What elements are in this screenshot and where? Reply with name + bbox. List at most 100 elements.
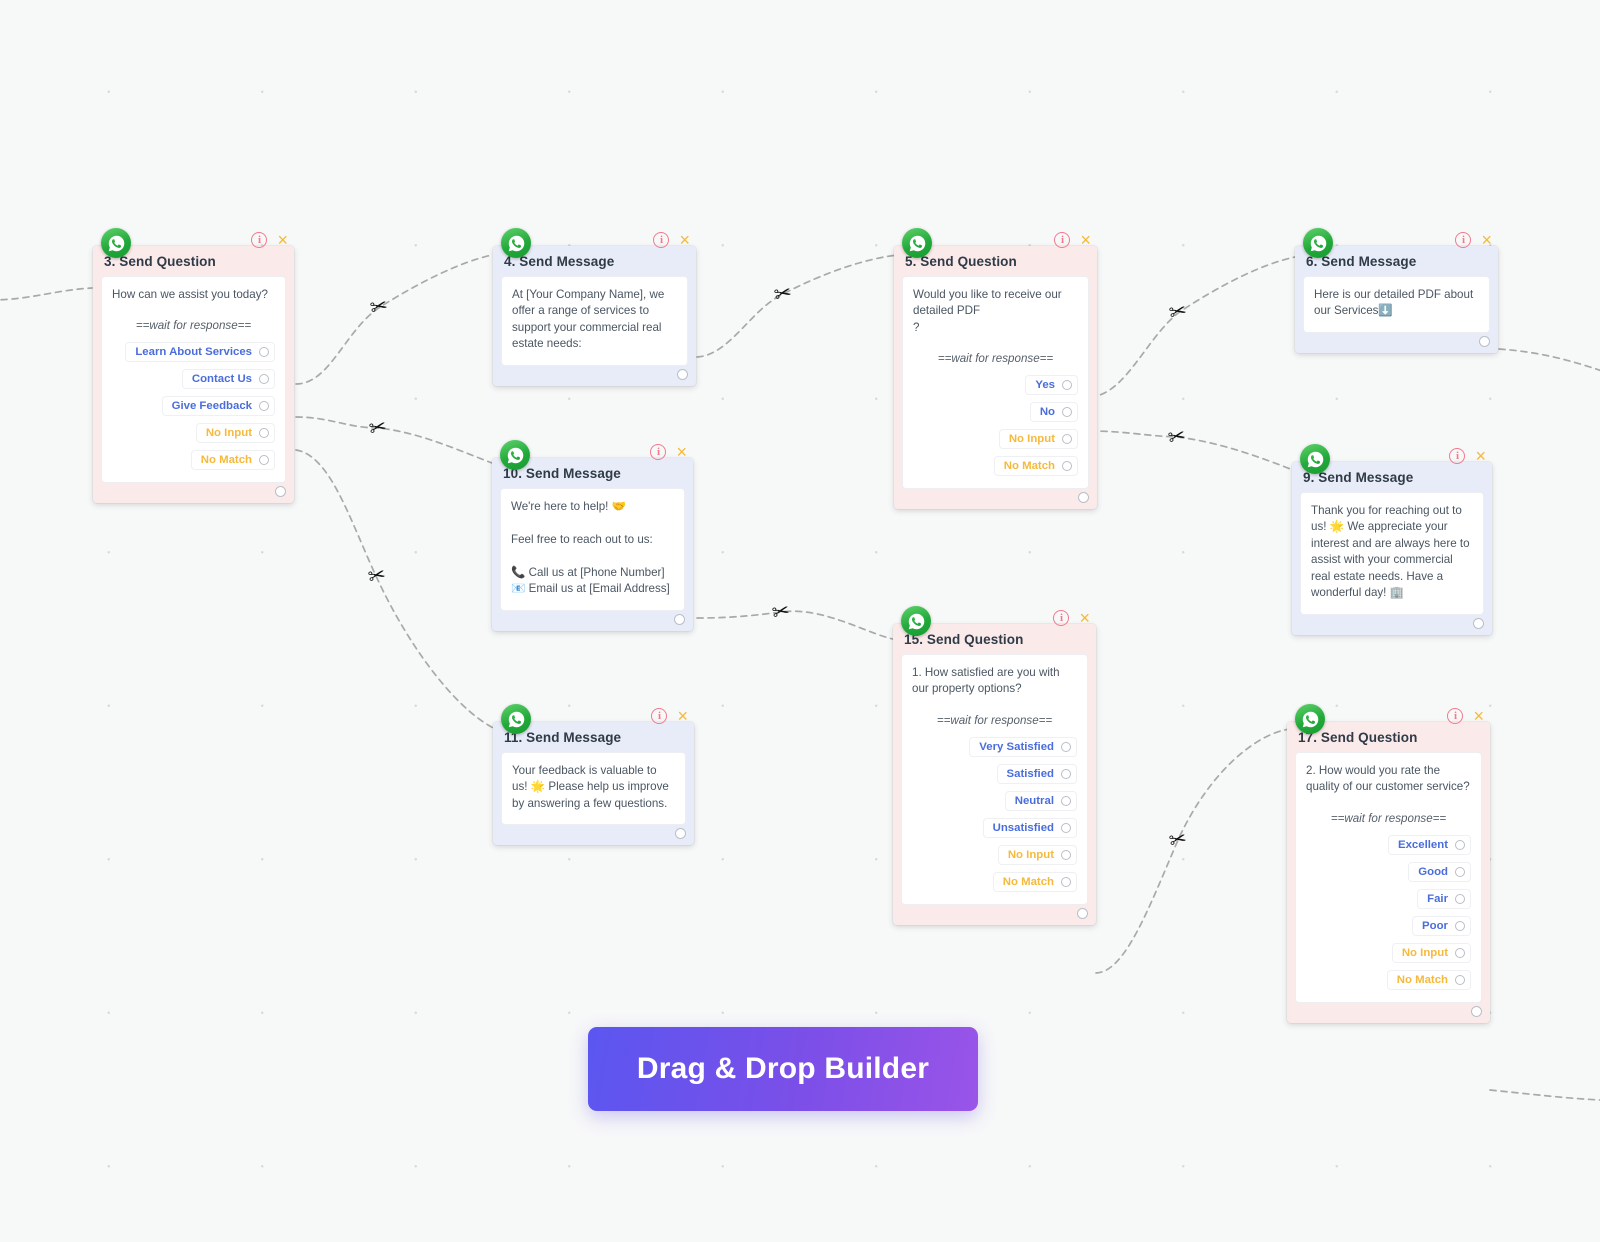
choice-option[interactable]: Satisfied: [996, 763, 1077, 784]
node-footer: [1287, 1003, 1490, 1023]
scissors-icon[interactable]: ✂: [366, 414, 390, 442]
info-icon[interactable]: i: [650, 444, 667, 460]
choice-label: Learn About Services: [135, 346, 252, 359]
choice-label: No Input: [1007, 848, 1054, 861]
choice-option[interactable]: Neutral: [1004, 790, 1077, 811]
choice-option[interactable]: Unsatisfied: [982, 817, 1077, 838]
node-body: Here is our detailed PDF about our Servi…: [1303, 276, 1490, 333]
wait-for-response-label: ==wait for response==: [937, 352, 1054, 366]
close-icon[interactable]: ×: [1475, 446, 1486, 466]
scissors-icon[interactable]: ✂: [1166, 826, 1190, 854]
choice-option[interactable]: Excellent: [1387, 834, 1471, 855]
choice-connector-dot[interactable]: [1061, 876, 1071, 887]
choice-option[interactable]: Contact Us: [181, 369, 275, 390]
choice-connector-dot[interactable]: [1061, 741, 1071, 752]
scissors-icon[interactable]: ✂: [367, 293, 391, 321]
node-output-connector[interactable]: [1077, 907, 1088, 919]
choice-option[interactable]: No Input: [1391, 942, 1471, 963]
info-icon[interactable]: i: [251, 232, 268, 248]
choice-option[interactable]: No Input: [998, 429, 1078, 450]
close-icon[interactable]: ×: [277, 230, 288, 250]
node-output-connector[interactable]: [275, 486, 286, 498]
node-output-connector[interactable]: [1471, 1005, 1482, 1017]
scissors-icon[interactable]: ✂: [771, 280, 795, 308]
choice-connector-dot[interactable]: [1062, 407, 1072, 418]
info-icon[interactable]: i: [1447, 708, 1464, 724]
whatsapp-icon: [101, 228, 131, 258]
choice-connector-dot[interactable]: [1455, 947, 1465, 958]
info-icon[interactable]: i: [1054, 232, 1071, 248]
choice-option[interactable]: Poor: [1412, 915, 1471, 936]
scissors-icon[interactable]: ✂: [769, 598, 793, 626]
choice-connector-dot[interactable]: [1455, 893, 1465, 904]
choice-option[interactable]: No: [1029, 402, 1078, 423]
choice-connector-dot[interactable]: [1455, 974, 1465, 985]
choice-option[interactable]: Learn About Services: [125, 342, 275, 363]
whatsapp-icon: [1300, 444, 1330, 474]
whatsapp-icon: [501, 704, 531, 734]
choice-connector-dot[interactable]: [1062, 434, 1072, 445]
choice-connector-dot[interactable]: [1062, 461, 1072, 472]
choice-connector-dot[interactable]: [259, 455, 269, 466]
info-icon[interactable]: i: [651, 708, 668, 724]
close-icon[interactable]: ×: [1473, 706, 1484, 726]
choice-option[interactable]: Very Satisfied: [969, 736, 1077, 757]
info-icon[interactable]: i: [1455, 232, 1472, 248]
choice-option[interactable]: No Match: [1386, 969, 1471, 990]
choice-option[interactable]: No Match: [993, 456, 1078, 477]
choice-option[interactable]: No Match: [992, 871, 1077, 892]
close-icon[interactable]: ×: [1481, 230, 1492, 250]
scissors-icon[interactable]: ✂: [1166, 298, 1190, 326]
close-icon[interactable]: ×: [1079, 608, 1090, 628]
close-icon[interactable]: ×: [679, 230, 690, 250]
node-toolbar: i×: [1447, 707, 1484, 725]
node-output-connector[interactable]: [1078, 492, 1089, 504]
info-icon[interactable]: i: [653, 232, 670, 248]
choice-connector-dot[interactable]: [1455, 920, 1465, 931]
choice-option[interactable]: No Input: [997, 844, 1077, 865]
node-output-connector[interactable]: [1473, 617, 1484, 629]
choice-connector-dot[interactable]: [1061, 849, 1071, 860]
choice-label: No Input: [205, 427, 252, 440]
choice-option[interactable]: Good: [1408, 861, 1471, 882]
choice-connector-dot[interactable]: [259, 347, 269, 358]
scissors-icon[interactable]: ✂: [365, 562, 389, 590]
choice-option[interactable]: No Match: [190, 450, 275, 471]
close-icon[interactable]: ×: [1080, 230, 1091, 250]
choice-option[interactable]: Yes: [1025, 375, 1078, 396]
choice-option[interactable]: Give Feedback: [161, 396, 275, 417]
info-icon[interactable]: i: [1449, 448, 1466, 464]
close-icon[interactable]: ×: [676, 442, 687, 462]
node-output-connector[interactable]: [1479, 335, 1490, 347]
choice-option[interactable]: Fair: [1417, 888, 1471, 909]
choice-connector-dot[interactable]: [259, 401, 269, 412]
edge-6-out: [1498, 348, 1600, 372]
drag-and-drop-builder-button[interactable]: Drag & Drop Builder: [588, 1027, 978, 1111]
choice-connector-dot[interactable]: [1061, 822, 1071, 833]
edge-3-to-11: [295, 449, 501, 732]
choice-connector-dot[interactable]: [1061, 795, 1071, 806]
info-icon[interactable]: i: [1053, 610, 1070, 626]
choice-connector-dot[interactable]: [259, 428, 269, 439]
close-icon[interactable]: ×: [677, 706, 688, 726]
node-output-connector[interactable]: [677, 368, 688, 380]
choice-connector-dot[interactable]: [1455, 839, 1465, 850]
scissors-icon[interactable]: ✂: [1165, 423, 1189, 451]
choice-connector-dot[interactable]: [1061, 768, 1071, 779]
choice-connector-dot[interactable]: [1455, 866, 1465, 877]
node-output-connector[interactable]: [675, 828, 686, 840]
choice-connector-dot[interactable]: [1062, 380, 1072, 391]
node-output-connector[interactable]: [674, 613, 685, 625]
choice-option[interactable]: No Input: [195, 423, 275, 444]
choice-connector-dot[interactable]: [259, 374, 269, 385]
